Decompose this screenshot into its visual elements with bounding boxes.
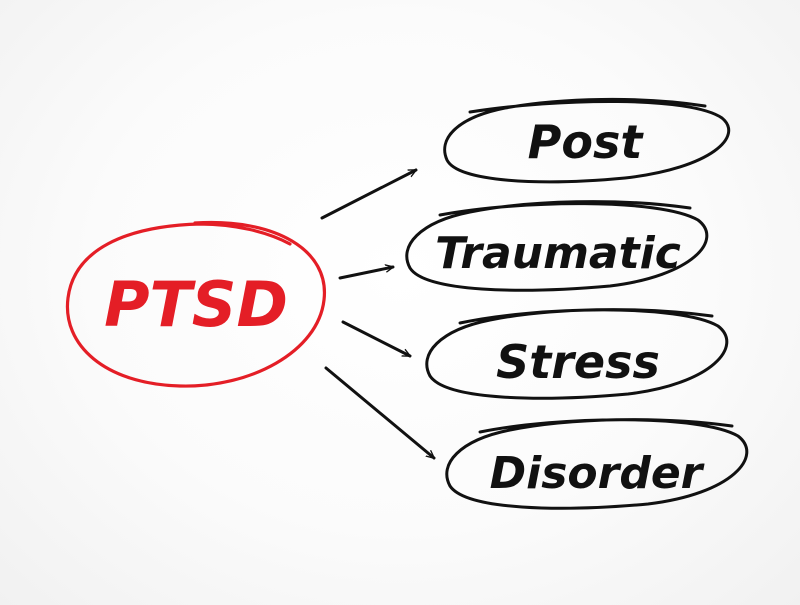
branch-post-label: Post	[528, 115, 645, 169]
branch-disorder-label: Disorder	[490, 448, 705, 499]
branch-post: Post	[443, 97, 731, 184]
branch-stress: Stress	[425, 308, 729, 400]
branch-disorder-ellipse	[445, 418, 749, 510]
center-label: PTSD	[104, 268, 288, 341]
arrow-to-post	[320, 168, 418, 220]
arrows	[320, 168, 436, 460]
branch-traumatic: Traumatic	[405, 200, 709, 292]
branch-post-ellipse	[443, 97, 731, 184]
center-node: PTSD	[65, 220, 326, 388]
branch-traumatic-ellipse	[405, 200, 709, 292]
branch-stress-label: Stress	[496, 335, 660, 389]
arrow-to-disorder	[324, 366, 436, 460]
branch-stress-ellipse	[425, 308, 729, 400]
arrow-to-traumatic	[338, 267, 395, 280]
branch-traumatic-label: Traumatic	[435, 228, 681, 279]
arrow-to-stress	[341, 320, 412, 358]
center-ellipse	[65, 220, 326, 388]
branch-disorder: Disorder	[445, 418, 749, 510]
